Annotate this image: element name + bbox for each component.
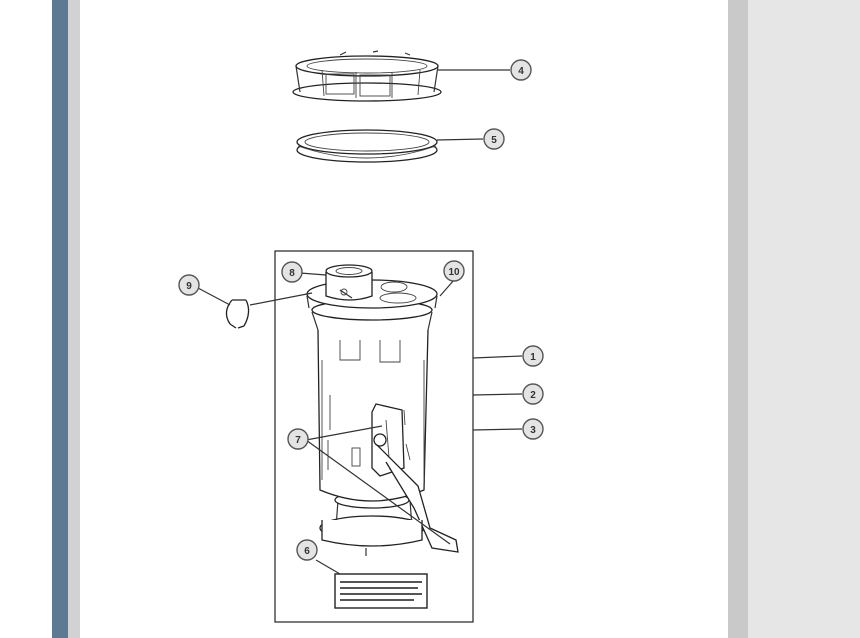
svg-text:6: 6	[304, 546, 310, 557]
svg-text:7: 7	[295, 435, 301, 446]
svg-text:9: 9	[186, 281, 192, 292]
svg-text:10: 10	[448, 267, 460, 278]
callout-9: 9	[178, 274, 200, 296]
svg-text:2: 2	[530, 390, 536, 401]
svg-text:3: 3	[530, 425, 536, 436]
callout-10: 10	[443, 260, 465, 282]
svg-text:4: 4	[518, 66, 524, 77]
svg-text:1: 1	[530, 352, 536, 363]
callout-3: 3	[522, 418, 544, 440]
callout-6: 6	[296, 539, 318, 561]
callout-7: 7	[287, 428, 309, 450]
vertical-scrollbar[interactable]	[728, 0, 748, 638]
svg-text:5: 5	[491, 135, 497, 146]
left-accent-bar	[52, 0, 68, 638]
lock-ring	[292, 50, 510, 102]
left-border-strip	[68, 0, 80, 638]
svg-text:8: 8	[289, 268, 295, 279]
callout-5: 5	[483, 128, 505, 150]
left-margin	[0, 0, 52, 638]
fuel-pump-module	[306, 264, 459, 556]
module-label-decal	[334, 573, 428, 609]
callout-1: 1	[522, 345, 544, 367]
callout-2: 2	[522, 383, 544, 405]
module-outline-box	[274, 250, 474, 623]
right-margin	[748, 0, 860, 638]
retaining-clip	[197, 287, 313, 329]
callout-4: 4	[510, 59, 532, 81]
callout-8: 8	[281, 261, 303, 283]
seal-ring	[296, 129, 484, 163]
